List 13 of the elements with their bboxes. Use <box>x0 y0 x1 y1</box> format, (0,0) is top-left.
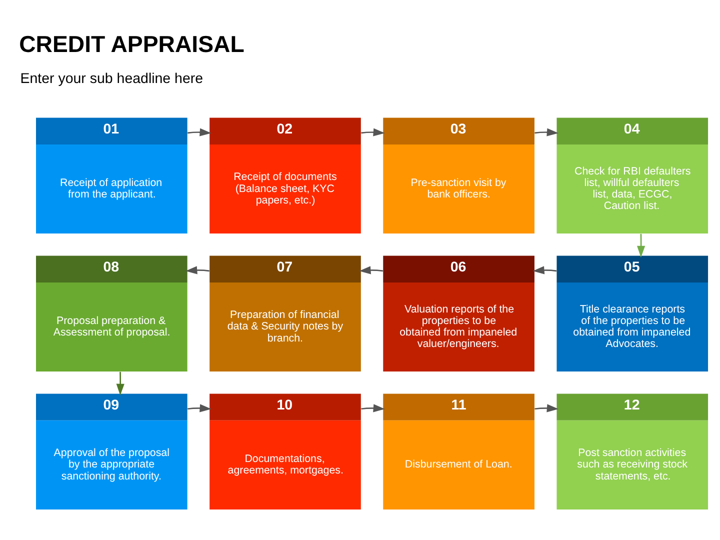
label: Enter your sub headline here <box>20 70 204 87</box>
arrow <box>186 266 210 274</box>
arrow <box>188 128 212 136</box>
arrow <box>532 266 557 274</box>
arrow <box>361 404 385 412</box>
arrow <box>188 404 212 412</box>
arrow <box>534 404 558 412</box>
diagram-title: CREDIT APPRAISAL <box>19 30 244 57</box>
arrow <box>116 372 124 396</box>
arrow <box>359 266 383 274</box>
arrow <box>637 234 646 258</box>
arrow <box>534 128 558 136</box>
arrow <box>361 128 385 136</box>
